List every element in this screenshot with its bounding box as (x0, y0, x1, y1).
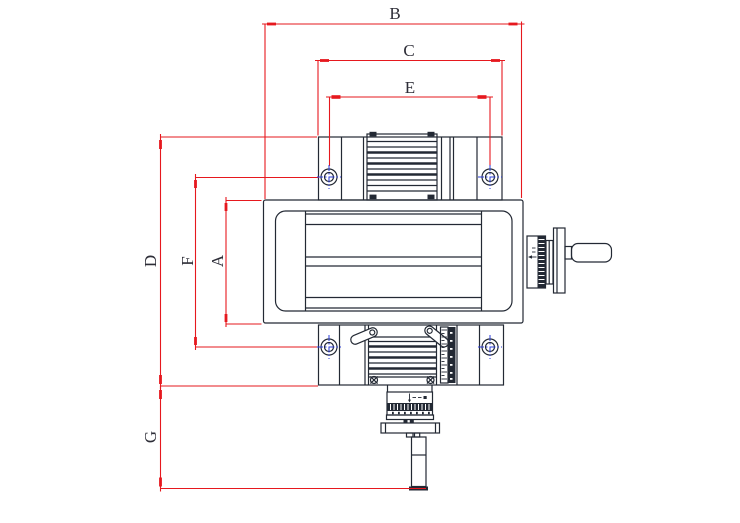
graduated-dial (537, 236, 546, 288)
dimension-labels: B C E D F A G (141, 4, 415, 443)
dial-flange (385, 414, 435, 421)
dim-label-B: B (389, 4, 400, 23)
mounting-holes (316, 164, 503, 360)
dim-label-C: C (403, 41, 414, 60)
mounting-hole (316, 334, 342, 360)
lower-way-cover-bellows (350, 325, 450, 385)
dial-zero-pointer-icon (528, 247, 537, 259)
bellows-tab (369, 194, 377, 200)
clamp-lever-left (350, 327, 378, 345)
longitudinal-feed-handwheel (380, 385, 441, 491)
mounting-hole (316, 164, 342, 190)
dial-zero-pointer-icon (408, 393, 427, 403)
table-t-slots (305, 213, 482, 309)
handle-shaft (564, 245, 573, 260)
handle-grip (570, 242, 613, 263)
mounting-hole (477, 164, 503, 190)
handle-grip (410, 436, 427, 488)
dial-graduations (390, 404, 430, 410)
mounting-hole (477, 334, 503, 360)
dimension-lines (159, 21, 525, 492)
machine-body (262, 131, 613, 491)
dim-label-A: A (208, 254, 227, 267)
cross-feed-handwheel (526, 227, 613, 294)
dim-label-E: E (405, 78, 415, 97)
handwheel-flange (552, 227, 566, 294)
dim-label-D: D (141, 255, 160, 267)
dim-label-F: F (178, 256, 197, 265)
bellows-tab (427, 131, 435, 137)
bellows-tab (427, 194, 435, 200)
dial-graduations (538, 239, 545, 284)
dim-label-G: G (141, 431, 160, 443)
vernier-scale (439, 326, 456, 384)
base-plate (317, 324, 505, 386)
handwheel-disc (380, 422, 441, 434)
top-way-cover-bellows (366, 131, 438, 201)
saddle-table (262, 199, 524, 324)
bellows-tab (369, 131, 377, 137)
